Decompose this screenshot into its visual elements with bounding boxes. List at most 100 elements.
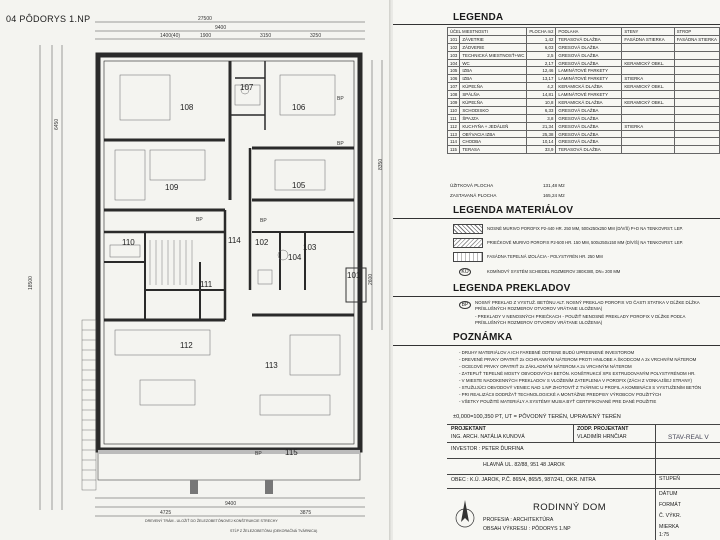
built-area-value: 165,24 M2 (543, 193, 565, 198)
cell: LAMINÁTOVÉ PARKETY (555, 90, 623, 100)
legend-page: LEGENDA ÚČEL MIESTNOSTI PLOCHA m2 PODLAH… (393, 0, 720, 540)
column-note: STĹP Z ŽELEZOBETÓNU (DEKORAČNÁ TVÁRNICA) (230, 528, 317, 533)
divider (393, 24, 720, 25)
investor: INVESTOR : PETER ĎURFINA (451, 446, 524, 452)
cell: 4,2 (526, 82, 557, 92)
cell: KERAMICKÁ DLAŽBA (555, 98, 623, 107)
divider (573, 424, 574, 442)
cell (673, 66, 720, 76)
dim-bottom-3: 3875 (300, 510, 311, 516)
floor-plan-drawing: 107 106 108 109 105 102 103 104 101 110 … (28, 16, 384, 533)
cell: 109 (446, 98, 461, 107)
level-note: ±0,000=100,350 PT, UT = PÔVODNÝ TERÉN, U… (453, 414, 621, 420)
divider (447, 458, 720, 459)
cell: GRESOVÁ DLAŽBA (555, 58, 623, 68)
cell: 6,03 (526, 42, 557, 52)
material-item: PRIEČKOVÉ MURIVO POROFIX P2-500 HR. 150 … (487, 240, 684, 245)
materials-title: LEGENDA MATERIÁLOV (453, 205, 574, 216)
note-line: - STUŽUJÚCI OBVODOVÝ VENIEC NAD 1.NP ZHO… (459, 385, 702, 390)
cell (621, 145, 675, 155)
profession: PROFESIA : ARCHITEKTÚRA (483, 517, 554, 523)
cell (673, 82, 720, 92)
cell: LAMINÁTOVÉ PARKETY (555, 74, 623, 84)
cell: OBÝVACIA IZBA (459, 129, 528, 139)
note-line: - OCEĽOVÉ PRVKY OPATRIŤ 2x ZÁKLADNÝM NÁT… (459, 364, 632, 369)
cell: 2,17 (526, 58, 557, 68)
lintel-symbol: BP (459, 301, 471, 309)
usable-area-label: ÚŽITKOVÁ PLOCHA (450, 183, 494, 188)
cell: 21,34 (526, 121, 557, 131)
dim-right-1: 8350 (378, 159, 384, 170)
note-line: - DRUHY MATERIÁLOV A ICH FAREBNÉ ODTIENE… (459, 350, 635, 355)
cell (673, 50, 720, 60)
divider (655, 424, 656, 540)
cell: 10,8 (526, 98, 557, 107)
cell: 106 (446, 74, 461, 84)
designer-label: PROJEKTANT (451, 426, 486, 432)
responsible-label: ZODP. PROJEKTANT (577, 426, 629, 432)
divider (393, 218, 720, 219)
cell (673, 90, 720, 100)
material-item: FASÁDNA TEPELNÁ IZOLÁCIA - POLYSTYRÉN HR… (487, 254, 603, 259)
cell (621, 129, 675, 139)
cell (673, 98, 720, 107)
cell (673, 113, 720, 123)
divider (447, 442, 720, 443)
room-label-109: 109 (165, 183, 179, 192)
cell: KÚPEĽŇA (459, 82, 528, 92)
page-fold (389, 0, 395, 540)
cell (673, 74, 720, 84)
cell: 101 (446, 34, 461, 44)
cell (621, 105, 675, 115)
date-label: DÁTUM (659, 491, 678, 497)
cell: 115 (446, 145, 461, 155)
cell: 102 (446, 42, 461, 52)
cell: 105 (446, 66, 461, 76)
col-header: PODLAHA (555, 27, 623, 36)
cell: CHODBA (459, 137, 528, 147)
north-arrow-icon (455, 500, 475, 528)
company-stamp: STAV-REAL V (668, 434, 709, 441)
col-header: STENY (621, 27, 675, 36)
cell: TERASA (459, 145, 528, 155)
cell (673, 105, 720, 115)
investor-address: HLAVNÁ UL. 82/88, 951 48 JAROK (483, 462, 565, 468)
room-label-113: 113 (265, 361, 278, 370)
note-line: - DREVENÉ PRVKY OPATRIŤ 2x OCHRANNÝM NÁT… (459, 357, 697, 362)
cell: ZÁVETRIE (459, 34, 528, 44)
room-label-105: 105 (292, 181, 306, 190)
divider (447, 474, 720, 475)
designer-name: ING. ARCH. NATÁLIA KUNOVÁ (451, 434, 525, 440)
cell (673, 145, 720, 155)
dim-top-3: 1400(40) (160, 33, 180, 39)
cell (621, 90, 675, 100)
cell: KUCHYŇA + JEDÁLEŇ (459, 121, 528, 131)
cell (673, 129, 720, 139)
cell (673, 137, 720, 147)
cell: IZBA (459, 74, 528, 84)
floor-plan-page: 04 PÔDORYS 1.NP (0, 0, 392, 540)
room-label-106: 106 (292, 103, 306, 112)
cell (673, 42, 720, 52)
cell: 113 (446, 129, 461, 139)
cell (673, 58, 720, 68)
note-line: - VŠETKY POUŽITÉ MATERIÁLY A SYSTÉMY MUS… (459, 399, 657, 404)
lintel-marker: BP (260, 218, 267, 224)
cell (673, 121, 720, 131)
dim-left-overall: 18500 (28, 276, 34, 290)
cell: KERAMICKÝ OBKL. (621, 82, 675, 92)
cell: LAMINÁTOVÉ PARKETY (555, 66, 623, 76)
cell: ŠPAJZA (459, 113, 528, 123)
cell: FASÁDNA STIERKA (621, 34, 675, 44)
scale-value: 1:75 (659, 532, 670, 538)
dim-right-2: 2600 (368, 274, 374, 285)
cell (621, 42, 675, 52)
lintel-text: PRÍSLUŠNÝCH ROZMEROV OTVOROV VRÁTANE ULO… (475, 320, 603, 325)
material-swatch-insulation (453, 252, 483, 262)
note-line: - V MIESTE NADOKENNÝCH PREKLADOV S VLOŽE… (459, 378, 692, 383)
cell (621, 113, 675, 123)
cell: 25,38 (526, 129, 557, 139)
